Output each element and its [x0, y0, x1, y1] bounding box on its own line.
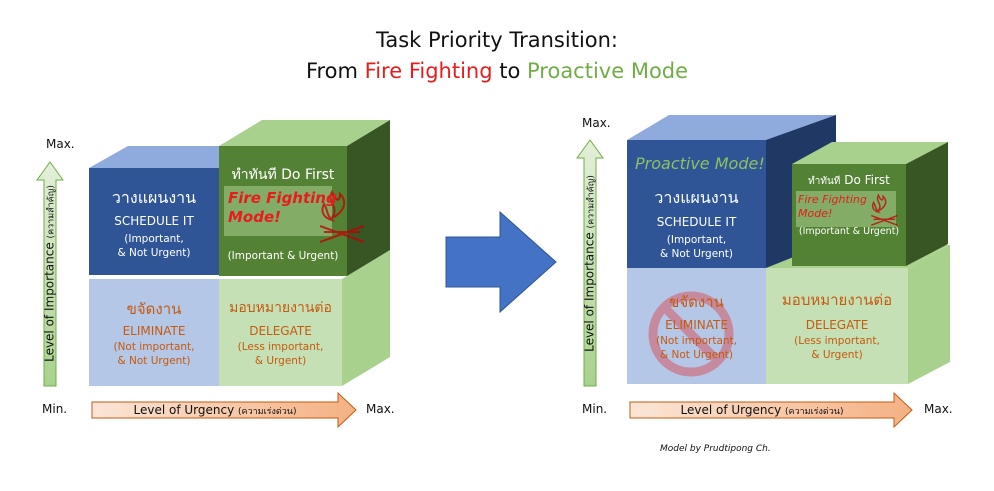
- right-do-first-sub: (Important & Urgent): [798, 226, 900, 237]
- left-eliminate-sub1: (Not important,: [113, 341, 195, 353]
- left-importance-thai: (ความสำคัญ): [46, 185, 57, 239]
- right-delegate-sub2: & Urgent): [811, 349, 863, 361]
- right-do-first-face: ทำทันที Do First Fire Fighting Mode! (Im…: [792, 164, 906, 266]
- right-delegate-en: DELEGATE: [805, 318, 869, 332]
- right-schedule-thai: วางแผนงาน: [654, 188, 739, 207]
- left-do-first-heading: ทำทันที Do First: [219, 164, 347, 186]
- left-delegate-en: DELEGATE: [249, 324, 312, 338]
- left-urgency-axis-arrow: [91, 391, 357, 429]
- left-importance-en: Level of Importance: [42, 242, 57, 362]
- left-delegate-sub1: (Less important,: [237, 341, 324, 353]
- left-delegate-block: [219, 250, 390, 386]
- left-schedule-thai: วางแผนงาน: [111, 188, 197, 207]
- right-urgency-thai: (ความเร่งด่วน): [785, 407, 844, 417]
- left-urgency-en: Level of Urgency: [133, 403, 235, 417]
- right-delegate-face: มอบหมายงานต่อ DELEGATE (Less important, …: [766, 268, 908, 384]
- left-fire-mode-highlight: [224, 186, 332, 236]
- left-axis-min: Min.: [42, 402, 68, 416]
- right-urgency-axis-arrow: [629, 391, 913, 429]
- left-urgency-thai: (ความเร่งด่วน): [238, 407, 297, 417]
- right-arrow-icon: [445, 210, 557, 314]
- left-fire-mode-line1: Fire Fighting: [228, 189, 337, 207]
- left-importance-axis-arrow: [36, 161, 64, 387]
- left-eliminate-sub2: & Not Urgent): [117, 355, 191, 367]
- right-importance-thai: (ความสำคัญ): [586, 175, 597, 229]
- right-urgency-label: Level of Urgency (ความเร่งด่วน): [630, 403, 894, 418]
- left-schedule-face: วางแผนงาน SCHEDULE IT (Important, & Not …: [89, 168, 219, 275]
- left-eliminate-block: [89, 279, 219, 386]
- title-mid: to: [492, 59, 527, 83]
- right-proactive-mode: Proactive Mode!: [635, 154, 765, 173]
- left-do-first-en: Do First: [281, 167, 335, 183]
- left-delegate-sub2: & Urgent): [254, 355, 307, 367]
- right-importance-axis-arrow: [576, 139, 604, 387]
- left-eliminate-en: ELIMINATE: [122, 324, 186, 338]
- left-schedule-sub1: (Important,: [124, 233, 184, 245]
- left-axis-max-x: Max.: [366, 402, 395, 416]
- right-importance-en: Level of Importance: [582, 232, 597, 352]
- left-importance-label: Level of Importance (ความสำคัญ): [43, 166, 58, 382]
- left-urgency-label: Level of Urgency (ความเร่งด่วน): [92, 403, 338, 418]
- title-prefix: From: [305, 59, 365, 83]
- right-axis-min: Min.: [582, 402, 608, 416]
- no-entry-icon: [648, 291, 734, 377]
- right-schedule-en: SCHEDULE IT: [656, 215, 737, 229]
- right-delegate-sub1: (Less important,: [794, 335, 880, 347]
- right-eliminate-thai: ขจัดงาน: [669, 293, 724, 311]
- title-proactive-mode: Proactive Mode: [527, 59, 689, 83]
- left-eliminate-thai: ขจัดงาน: [126, 300, 182, 318]
- right-eliminate-face: ขจัดงาน ELIMINATE (Not important, & Not …: [627, 268, 766, 384]
- right-schedule-sub2: & Not Urgent): [659, 248, 734, 260]
- title-fire-fighting: Fire Fighting: [364, 59, 493, 83]
- right-axis-max-x: Max.: [924, 402, 953, 416]
- right-do-first-en: Do First: [844, 173, 890, 187]
- fire-icon: [319, 189, 365, 243]
- right-eliminate-sub2: & Not Urgent): [659, 349, 734, 361]
- title-line-1: Task Priority Transition:: [375, 28, 619, 52]
- right-do-first-thai: ทำทันที: [808, 176, 841, 187]
- left-schedule-block: [89, 146, 252, 275]
- left-do-first-sub: (Important & Urgent): [227, 250, 339, 262]
- left-delegate-thai: มอบหมายงานต่อ: [229, 300, 332, 316]
- left-axis-max-y: Max.: [46, 137, 75, 151]
- right-fire-mode-line2: Mode!: [798, 207, 833, 220]
- left-fire-mode-line2: Mode!: [228, 208, 281, 226]
- right-do-first-heading: ทำทันที Do First: [792, 173, 906, 189]
- right-importance-label: Level of Importance (ความสำคัญ): [583, 152, 598, 376]
- right-eliminate-sub1: (Not important,: [655, 335, 738, 347]
- left-do-first-thai: ทำทันที: [231, 167, 277, 183]
- right-eliminate-en: ELIMINATE: [665, 318, 728, 332]
- left-schedule-en: SCHEDULE IT: [114, 214, 194, 228]
- left-delegate-face: มอบหมายงานต่อ DELEGATE (Less important, …: [219, 279, 342, 386]
- left-eliminate-face: ขจัดงาน ELIMINATE (Not important, & Not …: [89, 279, 219, 386]
- left-schedule-sub2: & Not Urgent): [117, 247, 191, 259]
- right-axis-max-y: Max.: [582, 116, 611, 130]
- right-schedule-sub1: (Important,: [666, 234, 727, 246]
- left-do-first-face: ทำทันที Do First Fire Fighting Mode! (Im…: [219, 146, 347, 276]
- right-delegate-thai: มอบหมายงานต่อ: [781, 291, 893, 309]
- model-credit: Model by Prudtipong Ch.: [660, 444, 771, 454]
- right-fire-mode-line1: Fire Fighting: [798, 193, 867, 206]
- right-urgency-en: Level of Urgency: [680, 403, 782, 417]
- title-line-2: From Fire Fighting to Proactive Mode: [0, 59, 994, 83]
- right-schedule-face: Proactive Mode! วางแผนงาน SCHEDULE IT (I…: [627, 140, 766, 268]
- fire-icon: [870, 193, 898, 226]
- right-eliminate-block: [627, 268, 766, 384]
